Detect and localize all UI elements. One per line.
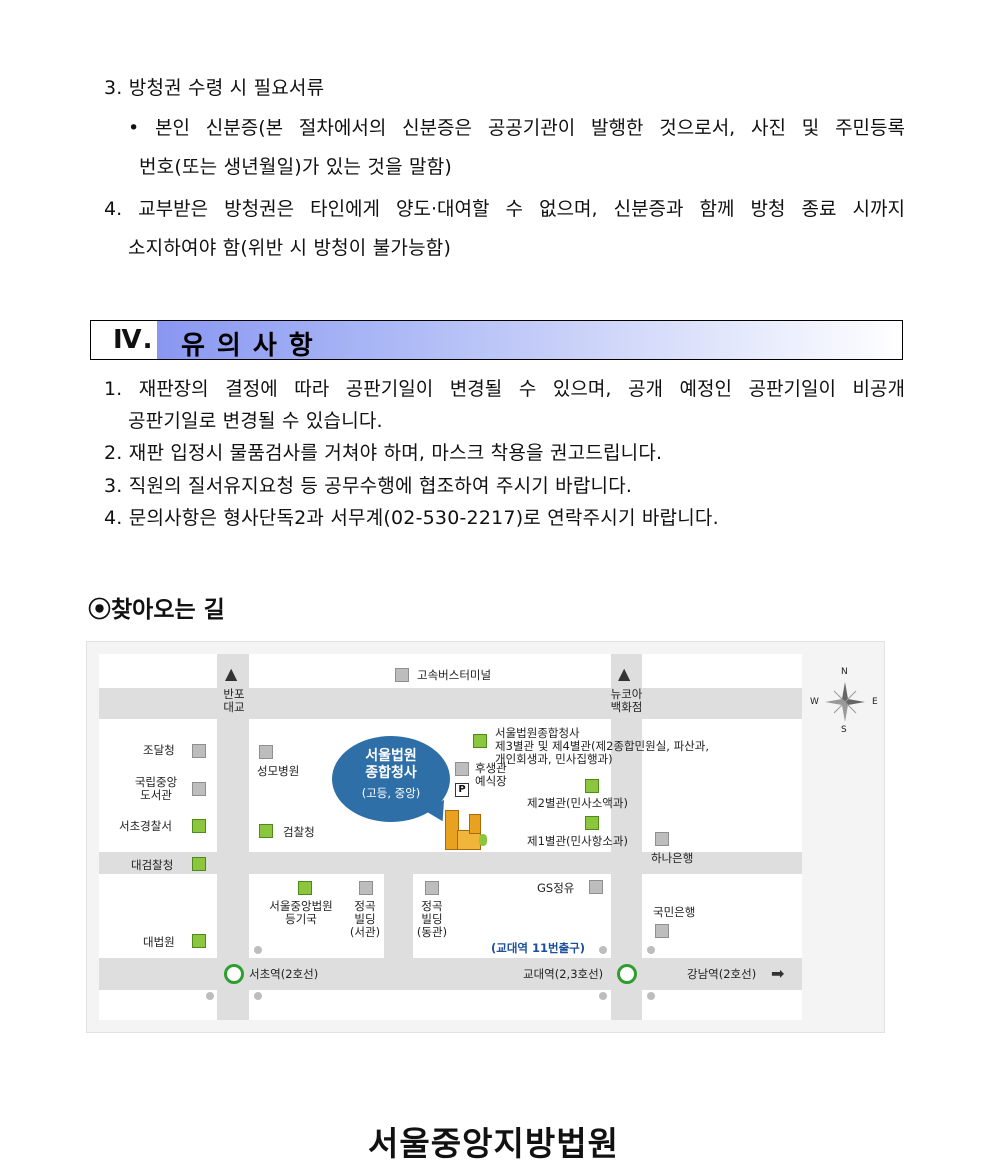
compass-rose-icon: N S W E: [810, 667, 880, 735]
label-annex-2: 제2별관(민사소액과): [527, 796, 628, 810]
label-supreme-prosecutors: 대검찰청: [131, 858, 174, 872]
label-seocho-station: 서초역(2호선): [249, 967, 319, 981]
label-seocho-police: 서초경찰서: [119, 819, 172, 833]
map-dot: [599, 992, 607, 1000]
building-icon: [192, 857, 206, 871]
tree-icon: [479, 834, 487, 846]
court-name-footer: 서울중앙지방법원: [368, 1124, 619, 1163]
building-icon: [192, 744, 206, 758]
label-seongmo-hospital: 성모병원: [257, 764, 300, 778]
building-icon: [425, 881, 439, 895]
compass-w: W: [810, 697, 819, 707]
building-icon: [259, 824, 273, 838]
station-icon: [617, 964, 637, 984]
building-icon: [259, 745, 273, 759]
building-icon: [192, 782, 206, 796]
compass-n: N: [841, 667, 848, 677]
location-map: ▲ ▲ 고속버스터미널 반포 대교 뉴코아 백화점 조달청 국립중앙 도서관 서…: [86, 641, 885, 1033]
building-icon: [455, 762, 469, 776]
label-gyodae-station: 교대역(2,3호선): [523, 967, 604, 981]
item-3-title: 3. 방청권 수령 시 필요서류: [104, 77, 325, 99]
item-4-line1: 4. 교부받은 방청권은 타인에게 양도·대여할 수 없으며, 신분증과 함께 …: [104, 198, 905, 220]
station-icon: [224, 964, 244, 984]
label-bus-terminal: 고속버스터미널: [417, 668, 492, 682]
building-icon: [655, 924, 669, 938]
label-annex-3-4: 서울법원종합청사 제3별관 및 제4별관(제2종합민원실, 파산과, 개인회생과…: [495, 726, 709, 766]
road-between-blocks: [384, 852, 413, 958]
item-3-bullet-continued: 번호(또는 생년월일)가 있는 것을 말함): [139, 156, 452, 178]
road-top: [99, 688, 802, 719]
court-building-tower: [469, 814, 481, 834]
note-2: 2. 재판 입정시 물품검사를 거쳐야 하며, 마스크 착용을 권고드립니다.: [104, 442, 663, 464]
label-supreme-court: 대법원: [143, 935, 175, 949]
map-dot: [254, 992, 262, 1000]
building-icon: [473, 734, 487, 748]
map-dot: [254, 946, 262, 954]
court-complex-bubble: 서울법원 종합청사 (고등, 중앙): [332, 736, 450, 822]
item-4-line2: 소지하여야 함(위반 시 방청이 불가능함): [128, 237, 452, 259]
map-area: ▲ ▲ 고속버스터미널 반포 대교 뉴코아 백화점 조달청 국립중앙 도서관 서…: [99, 654, 802, 1020]
bubble-line-1: 서울법원: [365, 748, 417, 764]
item-3-bullet: • 본인 신분증(본 절차에서의 신분증은 공공기관이 발행한 것으로서, 사진…: [128, 117, 905, 139]
label-jodal: 조달청: [143, 743, 175, 757]
label-newcore: 뉴코아 백화점: [610, 687, 643, 714]
building-icon: [359, 881, 373, 895]
building-icon: [655, 832, 669, 846]
bubble-line-3: (고등, 중앙): [361, 786, 421, 800]
map-dot: [206, 992, 214, 1000]
building-icon: [585, 816, 599, 830]
road-middle: [99, 852, 802, 874]
label-jeonggok-west: 정곡 빌딩 (서관): [349, 899, 381, 939]
label-national-library: 국립중앙 도서관: [134, 775, 178, 802]
bubble-line-2: 종합청사: [365, 765, 417, 781]
section-roman-box: Ⅳ.: [91, 321, 157, 359]
map-dot: [647, 946, 655, 954]
lower-middle-block: [413, 874, 611, 958]
building-icon: [298, 881, 312, 895]
building-icon: [589, 880, 603, 894]
map-dot: [647, 992, 655, 1000]
building-icon: [192, 819, 206, 833]
parking-icon: P: [455, 783, 469, 797]
note-1-line2: 공판기일로 변경될 수 있습니다.: [128, 410, 383, 432]
section-roman-numeral: Ⅳ.: [113, 325, 154, 355]
arrow-up-icon: ▲: [225, 664, 238, 683]
building-icon: [192, 934, 206, 948]
note-4: 4. 문의사항은 형사단독2과 서무계(02-530-2217)로 연락주시기 …: [104, 507, 719, 529]
directions-heading: ⦿찾아오는 길: [88, 597, 225, 623]
label-banpo-bridge: 반포 대교: [223, 687, 245, 714]
label-gs-oil: GS정유: [537, 881, 575, 895]
arrow-up-icon: ▲: [618, 664, 631, 683]
label-welfare-hall: 후생관 예식장: [475, 761, 507, 788]
label-kookmin-bank: 국민은행: [653, 905, 696, 919]
label-gangnam-station: 강남역(2호선): [687, 967, 757, 981]
building-icon: [585, 779, 599, 793]
section-header-iv: Ⅳ. 유의사항: [90, 320, 903, 361]
label-exit-11: (교대역 11번출구): [491, 941, 585, 955]
road-bottom: [99, 958, 802, 990]
note-1-line1: 1. 재판장의 결정에 따라 공판기일이 변경될 수 있으며, 공개 예정인 공…: [104, 378, 905, 400]
label-annex-1: 제1별관(민사항소과): [527, 834, 628, 848]
compass-s: S: [841, 725, 847, 735]
label-jeonggok-east: 정곡 빌딩 (동관): [416, 899, 448, 939]
label-registry-office: 서울중앙법원 등기국: [269, 899, 333, 926]
compass-e: E: [872, 697, 878, 707]
label-hana-bank: 하나은행: [651, 851, 694, 865]
building-icon: [395, 668, 409, 682]
label-prosecutors-office: 검찰청: [283, 825, 315, 839]
arrow-right-icon: ➡: [771, 964, 785, 983]
note-3: 3. 직원의 질서유지요청 등 공무수행에 협조하여 주시기 바랍니다.: [104, 475, 633, 497]
map-dot: [599, 946, 607, 954]
section-title: 유의사항: [181, 331, 325, 361]
